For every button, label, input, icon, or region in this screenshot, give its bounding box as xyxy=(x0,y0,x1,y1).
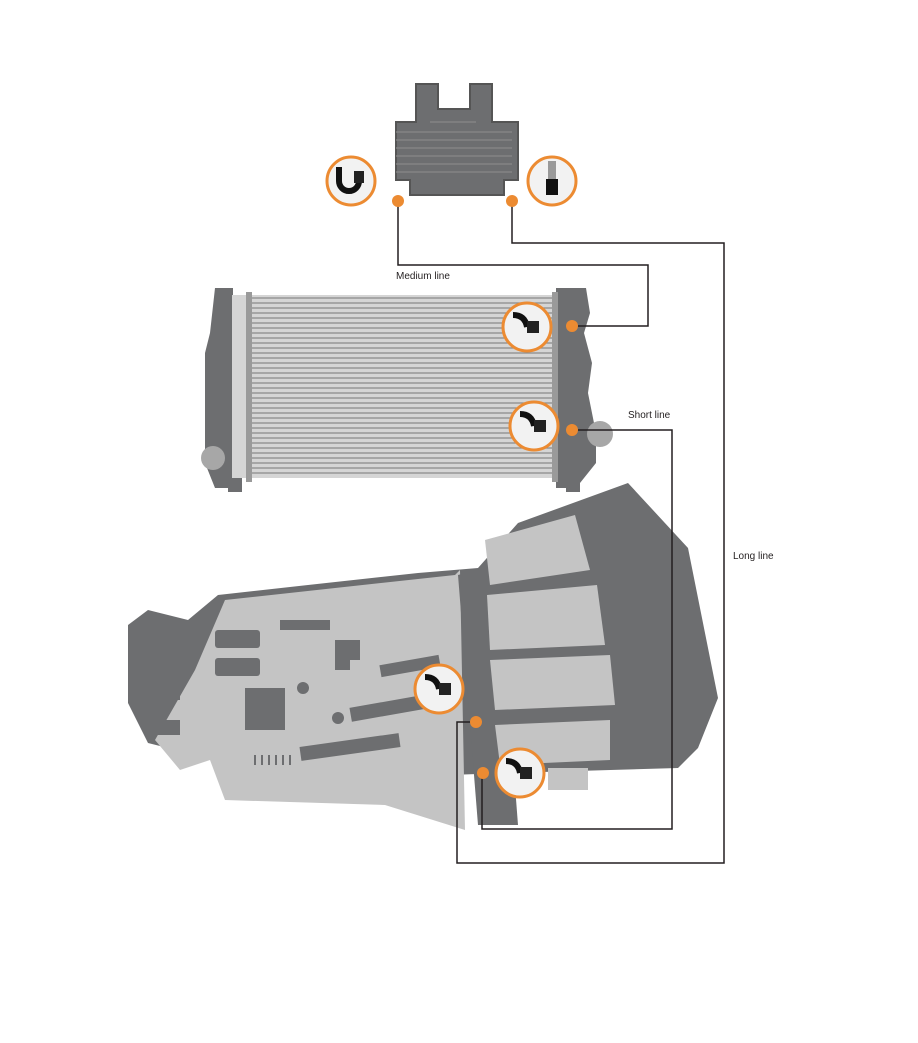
fitting-callout-icon xyxy=(526,155,578,207)
transmission-port-upper xyxy=(470,716,482,728)
short-line-label: Short line xyxy=(628,410,671,421)
fitting-callout-icon xyxy=(494,747,546,799)
fitting-callout-icon xyxy=(501,301,553,353)
short-line-path xyxy=(481,429,673,830)
radiator-drain-knob xyxy=(201,446,225,470)
fitting-callout-icon xyxy=(413,663,465,715)
transmission-cooler xyxy=(395,83,519,196)
long-line-path xyxy=(456,201,725,864)
long-line-label: Long line xyxy=(733,551,774,562)
radiator-outlet-knob xyxy=(587,421,613,447)
medium-line-label: Medium line xyxy=(396,271,450,282)
radiator-port-upper xyxy=(566,320,578,332)
cooler-port-left xyxy=(392,195,404,207)
fitting-callout-icon xyxy=(508,400,560,452)
cooler-port-right xyxy=(506,195,518,207)
fitting-callout-icon xyxy=(325,155,377,207)
transmission-port-lower xyxy=(477,767,489,779)
transmission xyxy=(128,483,718,830)
medium-line-path xyxy=(397,201,649,327)
radiator xyxy=(201,288,613,492)
radiator-port-lower xyxy=(566,424,578,436)
